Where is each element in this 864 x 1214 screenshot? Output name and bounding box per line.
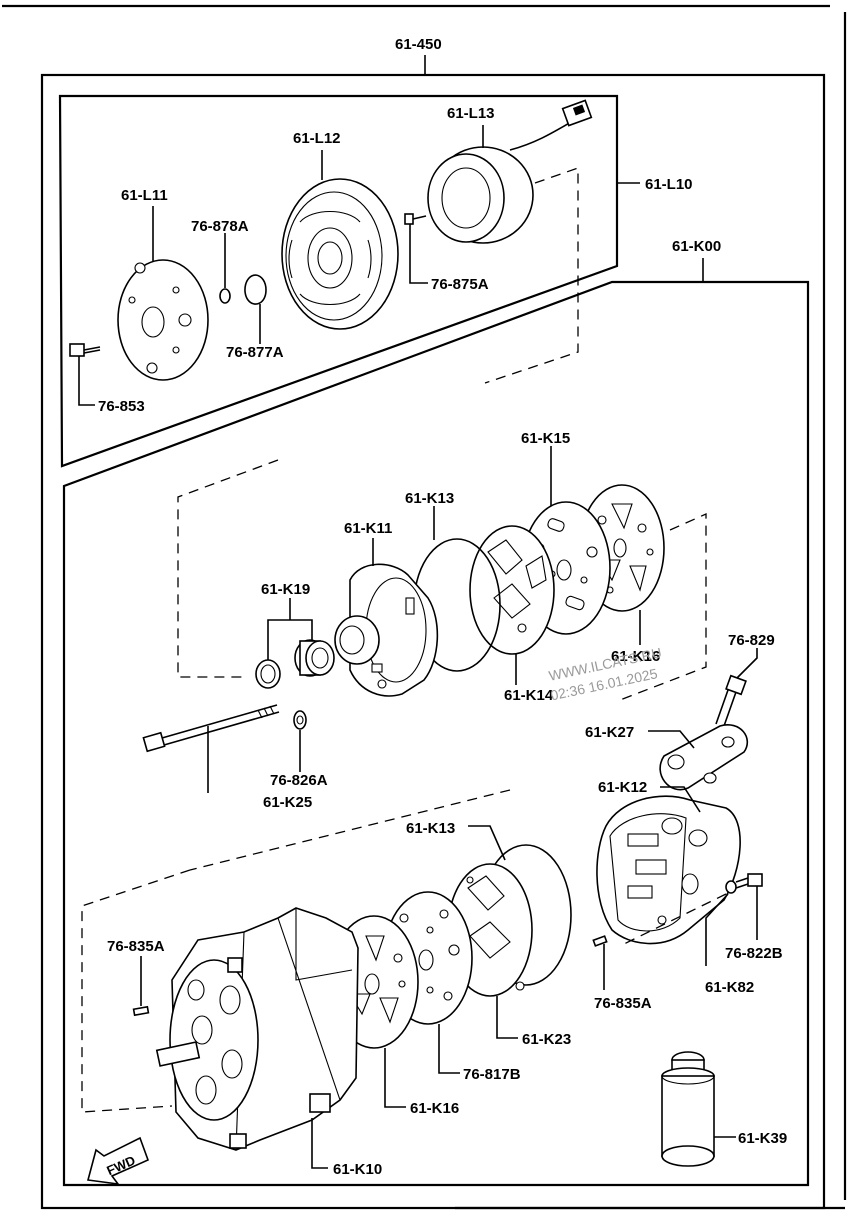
l11-label: 61-L11: [121, 187, 168, 204]
k11-label: 61-K11: [344, 520, 392, 537]
compressor-group-frame: [62, 280, 810, 1187]
rear-dash-outline: [81, 869, 191, 1113]
armature-plate: [117, 259, 209, 381]
b877a-label: 76-877A: [226, 344, 284, 361]
drain-plug: [735, 873, 763, 889]
plug-oring: [725, 880, 737, 894]
k13-top-label: 61-K13: [405, 490, 454, 507]
fwd-arrow-icon: FWD: [86, 1136, 150, 1186]
k23-label: 61-K23: [522, 1031, 571, 1048]
cylinder-block: [155, 907, 359, 1151]
k25-label: 61-K25: [263, 794, 312, 811]
b853-label: 76-853: [98, 398, 145, 415]
k27-label: 61-K27: [585, 724, 634, 741]
assembly-label: 61-450: [395, 36, 442, 53]
clutch-group-frame: [58, 94, 619, 468]
oil-cap: [661, 1051, 715, 1167]
k13-bot-leader: [468, 825, 506, 861]
b875a-label: 76-875A: [431, 276, 489, 293]
k23-leader: [496, 996, 518, 1039]
field-coil: [427, 99, 593, 244]
k10-label: 61-K10: [333, 1161, 382, 1178]
b817b-label: 76-817B: [463, 1066, 521, 1083]
b829-label: 76-829: [728, 632, 775, 649]
b835a-left-label: 76-835A: [107, 938, 165, 955]
k82-label: 61-K82: [705, 979, 754, 996]
k27-leader: [648, 730, 695, 749]
clutch-dash-outline: [484, 167, 579, 384]
k12-label: 61-K12: [598, 779, 647, 796]
rear-bolt-829: [715, 674, 747, 727]
k13-bot-label: 61-K13: [406, 820, 455, 837]
snap-ring: [244, 274, 267, 305]
b875a-leader: [409, 224, 428, 284]
k10-leader: [311, 1118, 328, 1169]
rear-dash-top: [189, 789, 511, 871]
k15-label: 61-K15: [521, 430, 570, 447]
armature-bolt: [69, 343, 101, 357]
rear-head: [596, 795, 741, 945]
k19-label: 61-K19: [261, 581, 310, 598]
b878a-label: 76-878A: [191, 218, 249, 235]
washer-hole: [296, 715, 304, 725]
k00-label: 61-K00: [672, 238, 721, 255]
shaft-seal: [255, 639, 335, 689]
b853-leader: [78, 356, 95, 406]
l12-label: 61-L12: [293, 130, 341, 147]
b829-leader: [736, 648, 758, 679]
k16-bot-leader: [384, 1048, 406, 1108]
l13-label: 61-L13: [447, 105, 495, 122]
b822b-label: 76-822B: [725, 945, 783, 962]
k16-bot-label: 61-K16: [410, 1100, 459, 1117]
dowel-pin-left: [132, 1005, 150, 1017]
l10-label: 61-L10: [645, 176, 693, 193]
k82-dash: [623, 893, 727, 945]
through-bolt: [142, 704, 280, 753]
front-head: [334, 563, 439, 697]
k12-leader: [660, 786, 701, 813]
assembly-frame: [40, 73, 826, 1210]
k14-label: 61-K14: [504, 687, 554, 704]
b817b-leader: [438, 1024, 460, 1074]
front-dash-right: [619, 512, 707, 701]
k82-leader: [705, 893, 729, 966]
dowel-pin-right: [592, 935, 608, 947]
head-gasket-k14: [469, 525, 555, 655]
b826a-label: 76-826A: [270, 772, 328, 789]
k39-label: 61-K39: [738, 1130, 787, 1147]
b835a-right-label: 76-835A: [594, 995, 652, 1012]
front-dash-left: [177, 459, 279, 678]
k16-top-label: 61-K16: [611, 648, 660, 665]
coil-screw: [404, 213, 427, 225]
pulley: [281, 178, 399, 330]
shim: [219, 288, 231, 304]
service-fitting: [659, 724, 749, 791]
